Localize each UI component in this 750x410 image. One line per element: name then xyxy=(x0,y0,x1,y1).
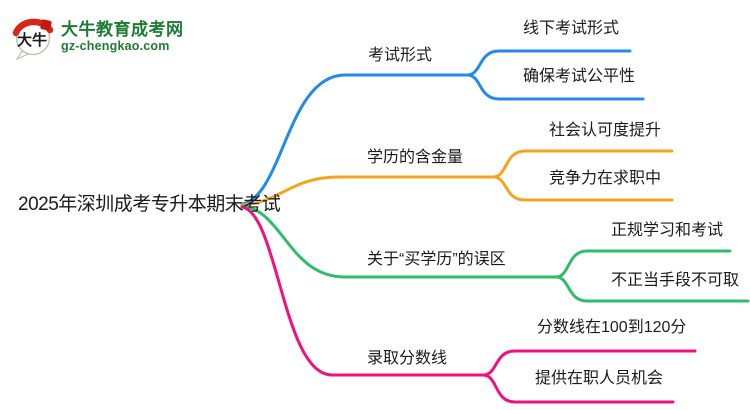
branch-2-child-1: 社会认可度提升 xyxy=(549,122,662,139)
branch-1-child-2: 确保考试公平性 xyxy=(523,68,636,85)
branch-1-label: 考试形式 xyxy=(368,47,433,64)
logo-bull-icon: 大牛 xyxy=(12,14,56,61)
branch-3-child-2: 不正当手段不可取 xyxy=(611,272,740,289)
site-name: 大牛教育成考网 xyxy=(61,20,184,40)
branch-4-child-1: 分数线在100到120分 xyxy=(537,319,687,336)
branch-2-lines xyxy=(240,149,674,207)
branch-4-label: 录取分数线 xyxy=(367,350,448,367)
branch-3-child-1: 正规学习和考试 xyxy=(611,222,724,239)
site-domain: gz-chengkao.com xyxy=(61,38,170,53)
branch-2-child-2: 竞争力在求职中 xyxy=(549,170,662,187)
branch-3-label: 关于“买学历”的误区 xyxy=(367,251,506,268)
branch-4-child-2: 提供在职人员机会 xyxy=(535,370,664,387)
branch-3-lines xyxy=(240,204,750,303)
svg-text:大牛: 大牛 xyxy=(17,31,47,49)
branch-1-child-1: 线下考试形式 xyxy=(523,20,620,37)
root-node: 2025年深圳成考专升本期末考试 xyxy=(18,194,281,215)
site-logo: 大牛 大牛教育成考网 gz-chengkao.com xyxy=(12,14,184,61)
branch-1-lines xyxy=(240,49,645,206)
branch-2-label: 学历的含金量 xyxy=(367,149,464,166)
branch-4-lines xyxy=(240,205,697,404)
